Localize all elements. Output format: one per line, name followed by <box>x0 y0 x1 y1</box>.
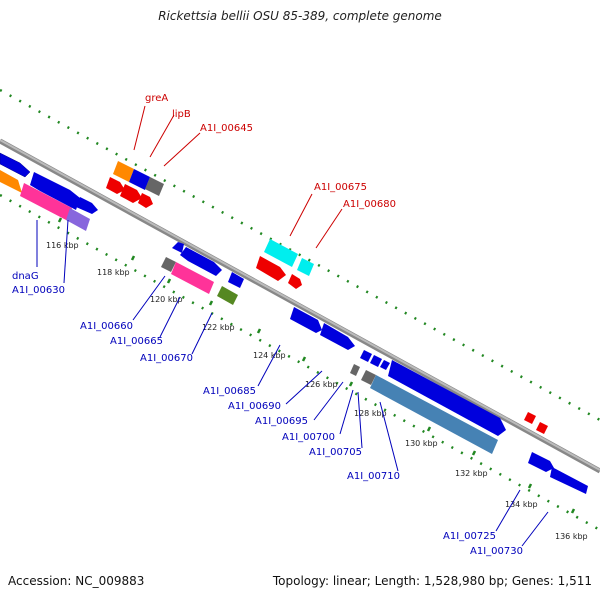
gene-arrow <box>0 170 22 193</box>
gene-arrow <box>180 247 222 276</box>
gene-arrow <box>66 208 90 231</box>
gene-A1I_00660 <box>161 257 176 272</box>
gene-arrow <box>0 152 31 178</box>
gene-arrow <box>370 355 382 367</box>
gene-arrow <box>350 364 360 376</box>
gene-A1I_00730 <box>550 467 588 494</box>
gene-arrow <box>30 172 80 210</box>
gene-label: A1I_00725 <box>443 531 496 542</box>
genome-summary-text: Topology: linear; Length: 1,528,980 bp; … <box>272 574 592 588</box>
tick-labels: 116 kbp 118 kbp 120 kbp 122 kbp 124 kbp … <box>46 241 588 541</box>
gene-A1I_00675 <box>264 239 298 267</box>
gene-label: lipB <box>172 109 191 120</box>
gene-label: A1I_00645 <box>200 123 253 134</box>
gene-A1I_00710 <box>370 375 498 454</box>
tick-label: 134 kbp <box>505 500 538 509</box>
lower-dotted-track <box>0 193 600 532</box>
gene-label: A1I_00660 <box>80 321 133 332</box>
page-title: Rickettsia bellii OSU 85-389, complete g… <box>158 9 442 23</box>
gene-A1I_00680 <box>297 258 314 276</box>
gene-greA <box>113 161 134 182</box>
callout-lines-bottom <box>36 219 549 547</box>
accession-text: Accession: NC_009883 <box>8 574 145 588</box>
gene-arrow <box>290 307 322 333</box>
tick-label: 126 kbp <box>305 380 338 389</box>
tick-label: 124 kbp <box>253 351 286 360</box>
gene-arrow <box>76 197 98 214</box>
gene-lipB <box>129 169 150 190</box>
gene-arrow <box>228 272 244 288</box>
tick-label: 120 kbp <box>150 295 183 304</box>
genome-axis-highlight <box>0 139 600 471</box>
gene-arrow <box>172 242 184 253</box>
tick-label: 132 kbp <box>455 469 488 478</box>
gene-label: A1I_00710 <box>347 471 400 482</box>
tick-label: 136 kbp <box>555 532 588 541</box>
callout-lines-top <box>133 105 343 249</box>
gene-red <box>256 256 286 281</box>
gene-label: A1I_00690 <box>228 401 281 412</box>
gene-label: A1I_00665 <box>110 336 163 347</box>
gene-label: dnaG <box>12 271 39 282</box>
gene-labels-top: greA lipB A1I_00645 A1I_00675 A1I_00680 <box>145 93 396 210</box>
gene-arrow <box>380 360 390 370</box>
gene-label: A1I_00670 <box>140 353 193 364</box>
upper-dotted-track <box>0 88 600 422</box>
tick-label: 122 kbp <box>202 323 235 332</box>
gene-A1I_00670 <box>217 286 238 305</box>
gene-red <box>536 422 548 434</box>
tick-label: 130 kbp <box>405 439 438 448</box>
tick-label: 128 kbp <box>354 409 387 418</box>
gene-red <box>524 412 536 424</box>
gene-label: A1I_00680 <box>343 199 396 210</box>
gene-arrow <box>20 183 72 221</box>
gene-red <box>120 184 142 203</box>
gene-label: A1I_00730 <box>470 546 523 557</box>
gene-label: A1I_00675 <box>314 182 367 193</box>
gene-arrow <box>360 350 372 362</box>
gene-red <box>138 193 153 208</box>
tick-label: 116 kbp <box>46 241 79 250</box>
gene-label: greA <box>145 93 168 104</box>
gene-A1I_00725 <box>528 452 554 472</box>
gene-labels-bottom: dnaG A1I_00630 A1I_00660 A1I_00665 A1I_0… <box>12 271 523 557</box>
gene-A1I_00645 <box>145 177 164 196</box>
tick-marks <box>57 217 576 514</box>
gene-label: A1I_00695 <box>255 416 308 427</box>
gene-label: A1I_00700 <box>282 432 335 443</box>
genes <box>0 152 588 494</box>
tick-label: 118 kbp <box>97 268 130 277</box>
gene-A1I_00665 <box>171 262 214 294</box>
gene-arrow <box>320 323 355 350</box>
gene-label: A1I_00630 <box>12 285 65 296</box>
gene-red <box>106 177 125 194</box>
gene-A1I_00705 <box>361 370 376 385</box>
gene-label: A1I_00685 <box>203 386 256 397</box>
gene-label: A1I_00705 <box>309 447 362 458</box>
gene-arrow <box>388 360 506 436</box>
gene-red <box>288 274 302 289</box>
